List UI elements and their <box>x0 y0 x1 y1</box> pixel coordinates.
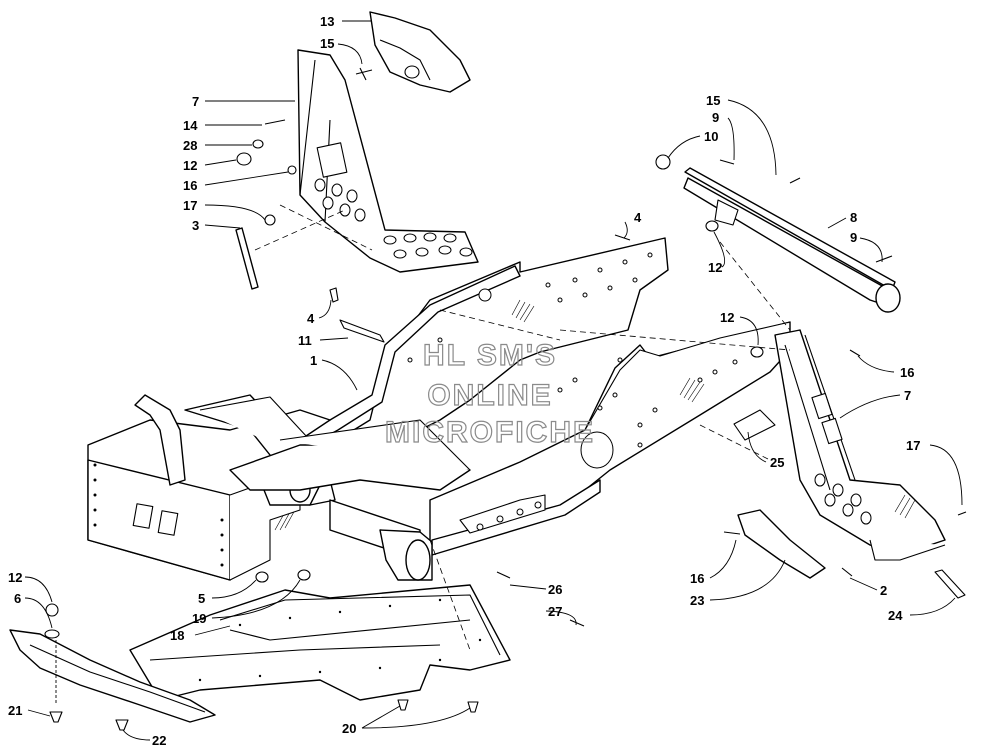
callout-14: 14 <box>183 118 198 133</box>
callout-15: 15 <box>320 36 334 51</box>
callout-15: 15 <box>706 93 720 108</box>
callout-12: 12 <box>183 158 197 173</box>
callout-2: 2 <box>880 583 887 598</box>
callout-10: 10 <box>704 129 718 144</box>
callout-16: 16 <box>690 571 704 586</box>
callout-4: 4 <box>634 210 642 225</box>
leader-lines <box>24 20 963 741</box>
right-side-panel <box>496 329 967 627</box>
watermark-line2: ONLINE <box>427 379 552 412</box>
callout-19: 19 <box>192 611 206 626</box>
callout-labels: 13 15 7 14 28 12 16 17 3 4 11 1 4 15 9 1… <box>8 14 920 748</box>
callout-12: 12 <box>8 570 22 585</box>
watermark-line1: HL SM'S <box>423 339 557 372</box>
callout-26: 26 <box>548 582 562 597</box>
callout-11: 11 <box>298 333 312 348</box>
callout-22: 22 <box>152 733 166 748</box>
fasteners <box>44 234 631 731</box>
callout-27: 27 <box>548 604 562 619</box>
callout-12: 12 <box>720 310 734 325</box>
callout-12: 12 <box>708 260 722 275</box>
callout-3: 3 <box>192 218 199 233</box>
callout-16: 16 <box>183 178 197 193</box>
left-side-panel <box>235 11 479 290</box>
callout-20: 20 <box>342 721 356 736</box>
belly-pan <box>9 584 511 723</box>
callout-4: 4 <box>307 311 315 326</box>
callout-28: 28 <box>183 138 197 153</box>
callout-9: 9 <box>712 110 719 125</box>
callout-18: 18 <box>170 628 184 643</box>
callout-6: 6 <box>14 591 21 606</box>
callout-1: 1 <box>310 353 317 368</box>
callout-16: 16 <box>900 365 914 380</box>
callout-17: 17 <box>906 438 920 453</box>
watermark: HL SM'S ONLINE MICROFICHE <box>384 338 595 449</box>
watermark-line3: MICROFICHE <box>385 416 595 449</box>
callout-7: 7 <box>904 388 911 403</box>
callout-24: 24 <box>888 608 903 623</box>
callout-13: 13 <box>320 14 334 29</box>
callout-25: 25 <box>770 455 784 470</box>
front-frame <box>87 237 791 583</box>
callout-9: 9 <box>850 230 857 245</box>
callout-17: 17 <box>183 198 197 213</box>
callout-8: 8 <box>850 210 857 225</box>
callout-23: 23 <box>690 593 704 608</box>
steering-post <box>655 154 901 313</box>
callout-7: 7 <box>192 94 199 109</box>
assembly-lines <box>254 204 791 651</box>
callout-21: 21 <box>8 703 22 718</box>
callout-5: 5 <box>198 591 205 606</box>
